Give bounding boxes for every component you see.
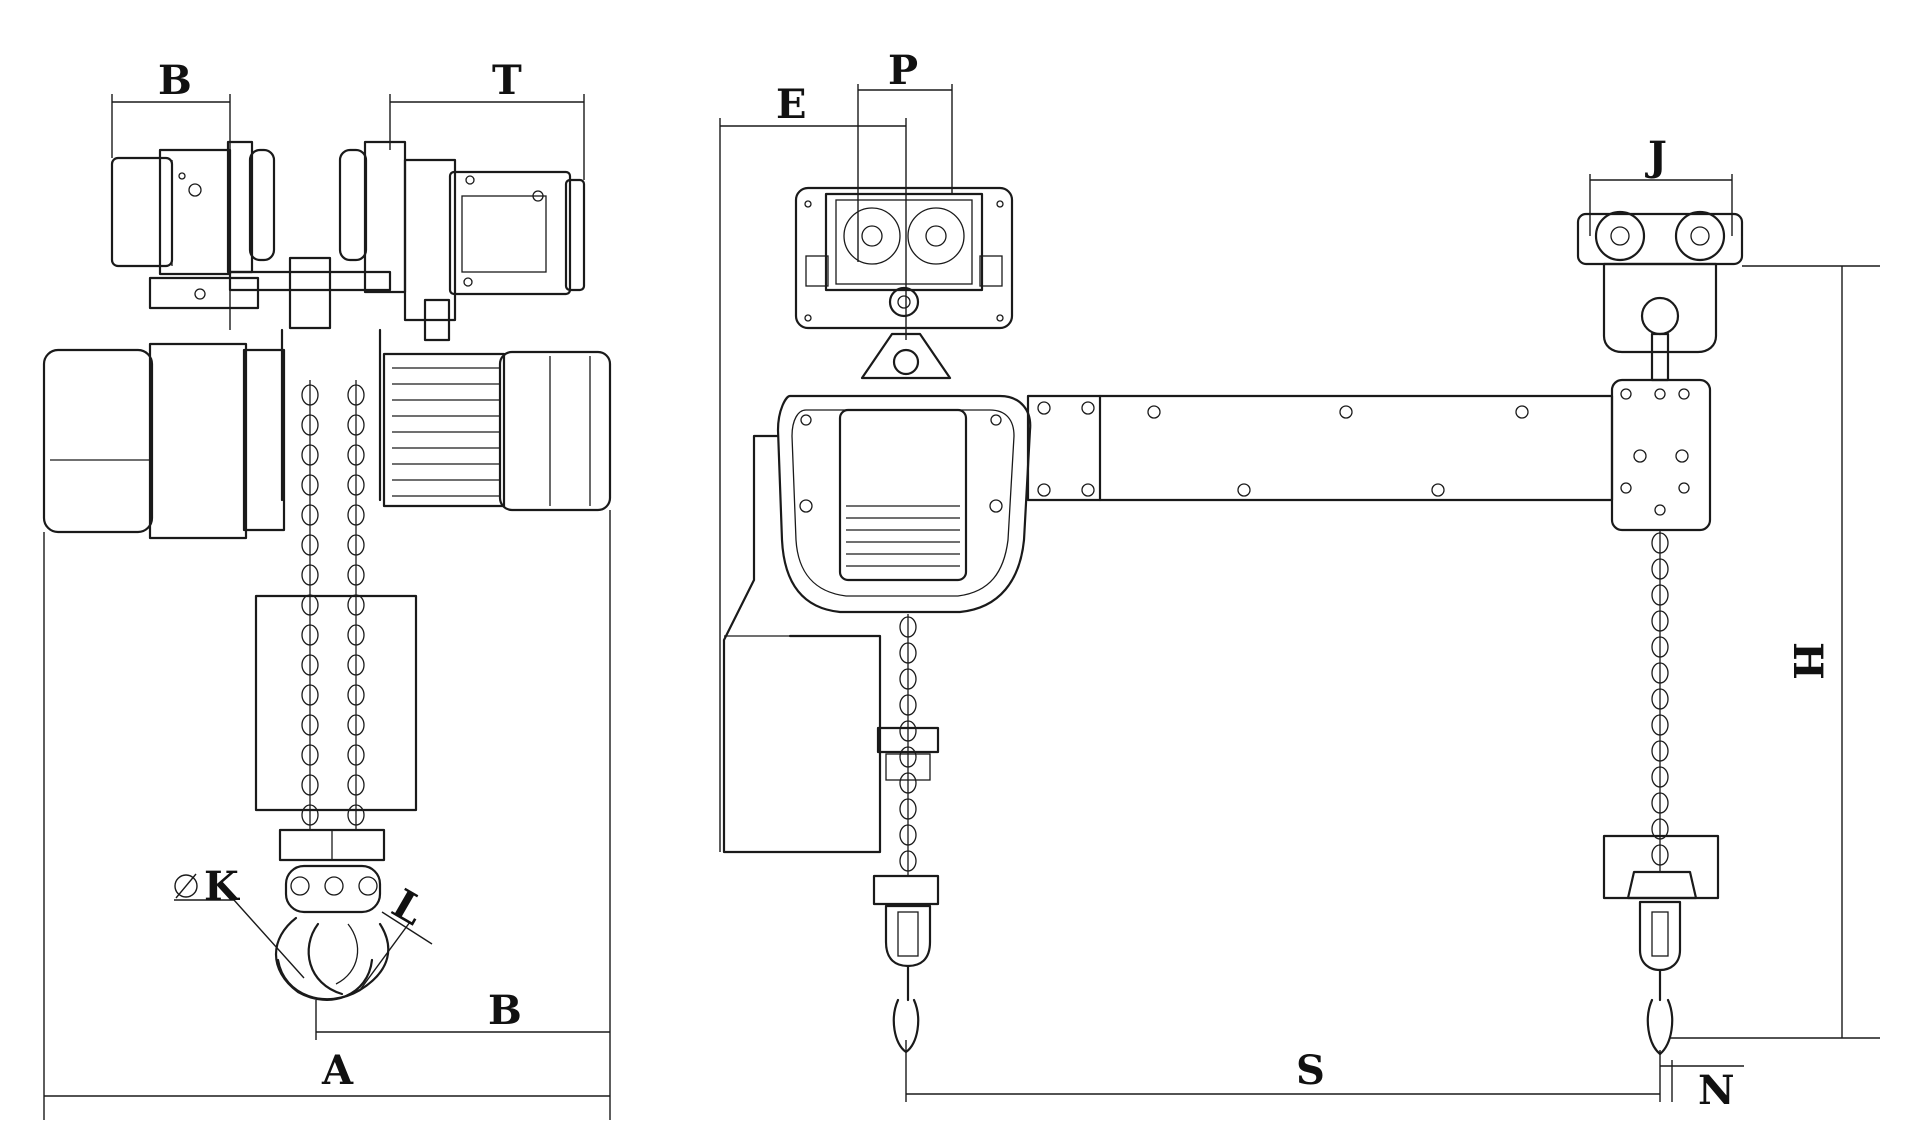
chain-link [301, 804, 319, 826]
chain-link [301, 474, 319, 496]
chain-link [347, 714, 365, 736]
chain-link [301, 654, 319, 676]
chain-link [347, 564, 365, 586]
chain-link [1651, 766, 1669, 788]
end-trolley [1576, 210, 1744, 382]
chain-link [899, 694, 917, 716]
side-chain-bag [722, 434, 882, 854]
hoist-body [42, 342, 612, 540]
dimension-label-b-top: B [158, 57, 192, 104]
chain-link [899, 824, 917, 846]
right-trolley-motor [338, 140, 586, 342]
left-trolley-motor [110, 140, 276, 310]
dimension-label-j: J [1645, 133, 1667, 180]
chain-link [301, 744, 319, 766]
side-hoist-body [776, 394, 1032, 614]
chain-link [347, 384, 365, 406]
chain-link [1651, 558, 1669, 580]
hook-block [275, 828, 390, 1001]
chain-link [301, 534, 319, 556]
chain-link [1651, 844, 1669, 866]
chain-link [301, 504, 319, 526]
chain-link [301, 714, 319, 736]
side-chains [899, 530, 1669, 876]
chain-link [347, 534, 365, 556]
chain-link [899, 798, 917, 820]
beam-arm [1026, 394, 1614, 502]
chain-link [1651, 532, 1669, 554]
chain-link [899, 746, 917, 768]
motor-ribs [846, 505, 960, 567]
chain-link [347, 774, 365, 796]
chain-link [1651, 688, 1669, 710]
chain-link [301, 774, 319, 796]
dimension-label-a: A [321, 1047, 354, 1094]
dimension-label-e: E [776, 81, 807, 128]
dimension-label-p: P [888, 47, 918, 94]
chain-link [301, 684, 319, 706]
dimension-label-k: K [204, 863, 240, 910]
chain-link [347, 504, 365, 526]
chain-link [899, 850, 917, 872]
chain-link [347, 624, 365, 646]
side-dimensions [719, 84, 1880, 1102]
chain-link [1651, 792, 1669, 814]
chain-link [899, 642, 917, 664]
chain-link [301, 564, 319, 586]
chain-link [301, 594, 319, 616]
front-dimensions [43, 94, 611, 1120]
chain-bag [254, 594, 418, 812]
chain-link [1651, 610, 1669, 632]
chain-link [1651, 714, 1669, 736]
chain-link [1651, 584, 1669, 606]
chain-link [899, 616, 917, 638]
chain-link [347, 444, 365, 466]
side-hook-right [1602, 834, 1720, 1056]
end-plate [1610, 378, 1712, 532]
chain-link [347, 744, 365, 766]
side-trolley [794, 186, 1014, 330]
side-view: E P J H S N [719, 47, 1880, 1114]
diameter-symbol-icon [174, 873, 198, 899]
chain-link [301, 384, 319, 406]
dimension-label-b-bottom: B [488, 987, 522, 1034]
dimension-label-s: S [1296, 1047, 1325, 1094]
dimension-label-h: H [1784, 642, 1831, 680]
suspension-bracket [860, 332, 952, 380]
chain-link [301, 444, 319, 466]
load-chains [301, 380, 365, 830]
chain-link [347, 654, 365, 676]
chain-link [347, 594, 365, 616]
chain-link [347, 474, 365, 496]
chain-link [899, 668, 917, 690]
chain-link [1651, 662, 1669, 684]
dimension-label-n: N [1698, 1067, 1735, 1114]
chain-link [347, 684, 365, 706]
chain-link [347, 414, 365, 436]
motor-fins [392, 367, 500, 497]
chain-link [899, 772, 917, 794]
chain-link [301, 624, 319, 646]
chain-link [1651, 818, 1669, 840]
front-view: B T K L B A [42, 57, 612, 1120]
dimension-label-l: L [384, 880, 432, 935]
dimension-label-t: T [492, 57, 522, 104]
chain-link [301, 414, 319, 436]
chain-link [347, 804, 365, 826]
side-hook-left [872, 726, 940, 1054]
chain-link [1651, 740, 1669, 762]
chain-link [1651, 636, 1669, 658]
chain-link [899, 720, 917, 742]
